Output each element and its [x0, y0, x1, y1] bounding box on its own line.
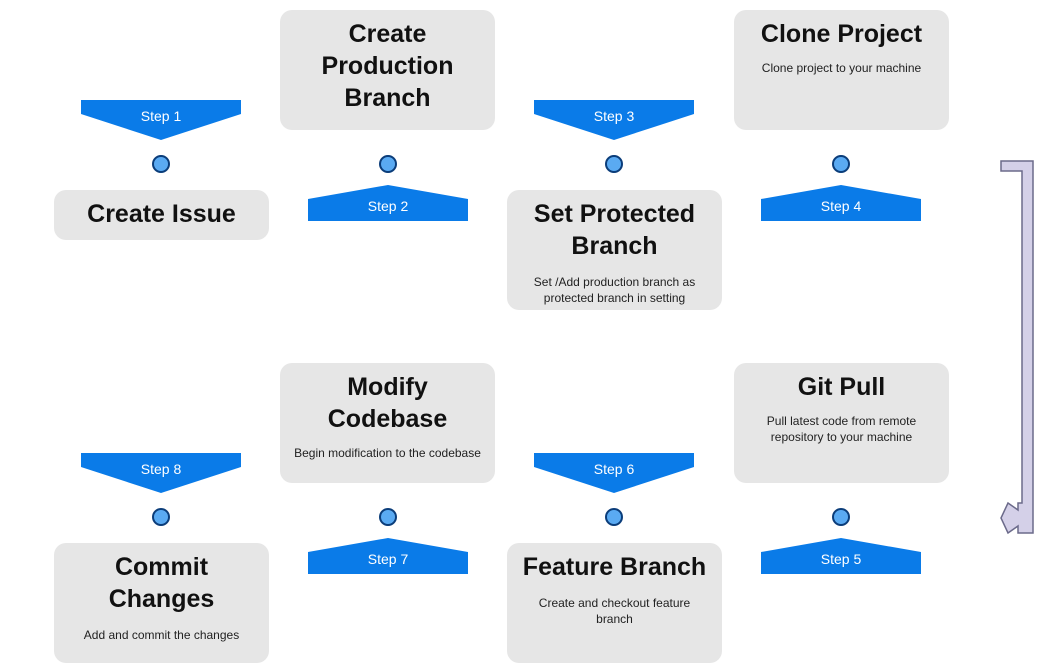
- step-3-label: Step 3: [593, 108, 635, 124]
- step-7-banner: Step 7: [308, 538, 468, 574]
- step-1-title: Create Issue: [87, 200, 236, 228]
- step-8-banner: Step 8: [81, 453, 241, 493]
- step-2-node: [379, 155, 397, 173]
- step-4-desc: Clone project to your machine: [761, 61, 922, 75]
- step-7-desc: Begin modification to the codebase: [294, 446, 481, 460]
- step-2-banner: Step 2: [308, 185, 468, 221]
- step-4-label: Step 4: [820, 198, 862, 214]
- step-6-title: Feature Branch: [522, 553, 707, 581]
- step-1-label: Step 1: [140, 108, 182, 124]
- step-2-title: Create Production Branch: [321, 20, 454, 112]
- step-3-banner: Step 3: [534, 100, 694, 140]
- step-5-label: Step 5: [820, 551, 862, 567]
- step-8-card: Commit Changes Add and commit the change…: [54, 543, 269, 663]
- step-3-title: Set Protected Branch: [533, 200, 696, 260]
- step-2-label: Step 2: [367, 198, 409, 214]
- step-5-banner: Step 5: [761, 538, 921, 574]
- step-1-card: Create Issue: [54, 190, 269, 240]
- step-3-desc: Set /Add production branch as protected …: [533, 275, 696, 305]
- step-8-label: Step 8: [140, 461, 182, 477]
- step-8-node: [152, 508, 170, 526]
- step-4-node: [832, 155, 850, 173]
- step-4-title: Clone Project: [760, 20, 923, 48]
- step-5-node: [832, 508, 850, 526]
- step-6-label: Step 6: [593, 461, 635, 477]
- step-7-node: [379, 508, 397, 526]
- step-7-label: Step 7: [367, 551, 409, 567]
- step-5-card: Git Pull Pull latest code from remote re…: [734, 363, 949, 483]
- step-6-desc: Create and checkout feature branch: [538, 596, 691, 626]
- step-1-node: [152, 155, 170, 173]
- step-7-card: Modify Codebase Begin modification to th…: [280, 363, 495, 483]
- step-3-node: [605, 155, 623, 173]
- step-4-banner: Step 4: [761, 185, 921, 221]
- step-6-banner: Step 6: [534, 453, 694, 493]
- step-2-card: Create Production Branch: [280, 10, 495, 130]
- down-then-left-arrow-icon: [1000, 160, 1034, 535]
- step-1-banner: Step 1: [81, 100, 241, 140]
- step-6-node: [605, 508, 623, 526]
- step-5-title: Git Pull: [797, 373, 886, 401]
- step-6-card: Feature Branch Create and checkout featu…: [507, 543, 722, 663]
- step-4-card: Clone Project Clone project to your mach…: [734, 10, 949, 130]
- step-7-title: Modify Codebase: [327, 373, 448, 433]
- step-8-title: Commit Changes: [108, 553, 215, 613]
- step-5-desc: Pull latest code from remote repository …: [766, 414, 917, 444]
- step-3-card: Set Protected Branch Set /Add production…: [507, 190, 722, 310]
- step-8-desc: Add and commit the changes: [83, 628, 240, 642]
